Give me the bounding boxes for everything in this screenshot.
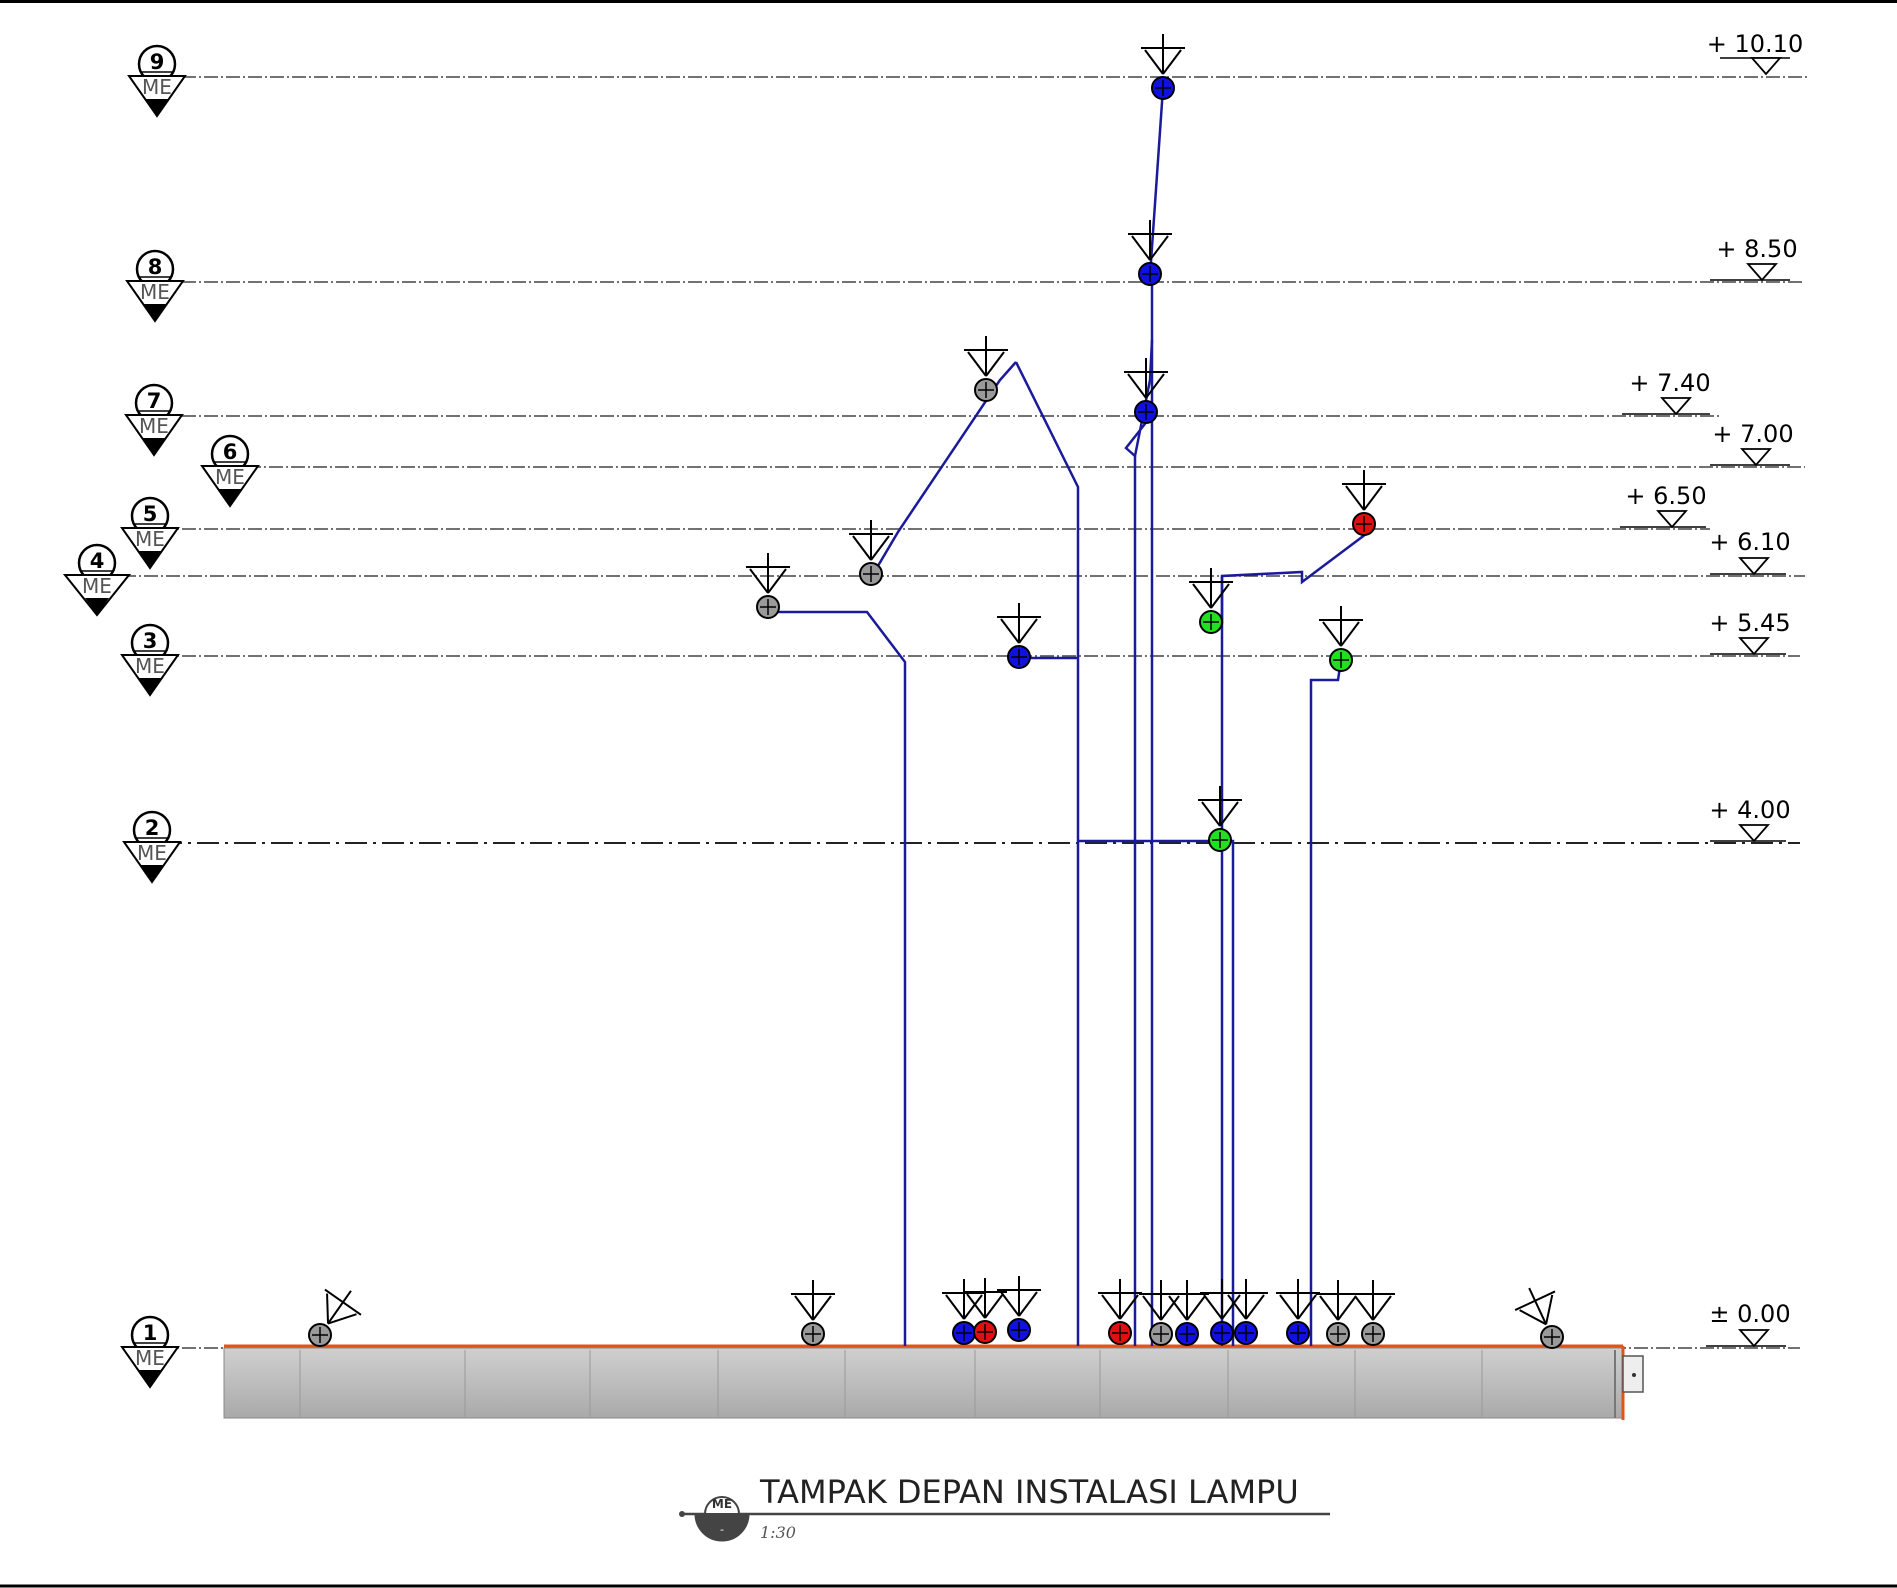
elevation-label: + 6.50 xyxy=(1625,482,1706,510)
level-tag: ME xyxy=(137,841,167,865)
level-marker-7: 7 ME xyxy=(124,383,184,457)
level-number: 5 xyxy=(143,502,158,526)
level-marker-8: 8 ME xyxy=(125,249,185,323)
angled-floor-spotlight xyxy=(308,1277,370,1347)
floor-light-fixture xyxy=(1164,1279,1210,1346)
level-tag: ME xyxy=(215,465,245,489)
light-fixture xyxy=(963,335,1009,402)
floor-light-fixture xyxy=(962,1277,1008,1344)
wiring-routes xyxy=(768,87,1367,1346)
level-tag: ME xyxy=(135,1346,165,1370)
elevation-marker-5: + 6.50 xyxy=(1620,482,1707,529)
electrical-panel-box xyxy=(1622,1355,1644,1393)
light-fixture xyxy=(1318,605,1364,672)
level-tag: ME xyxy=(142,75,172,99)
light-fixture xyxy=(1341,469,1387,536)
elevation-label: + 10.10 xyxy=(1707,30,1803,58)
light-fixture xyxy=(1123,357,1169,424)
title-sheet: - xyxy=(720,1523,724,1536)
angled-floor-spotlight xyxy=(1508,1277,1568,1349)
concrete-base-wall xyxy=(223,1347,1623,1419)
elevation-marker-6: + 7.00 xyxy=(1710,420,1794,467)
level-number: 1 xyxy=(143,1321,158,1345)
level-marker-6: 6 ME xyxy=(200,434,260,508)
level-number: 4 xyxy=(90,549,105,573)
level-number: 2 xyxy=(145,816,160,840)
level-number: 8 xyxy=(148,255,163,279)
elevation-marker-2: + 4.00 xyxy=(1709,796,1791,843)
elevation-marker-3: + 5.45 xyxy=(1709,609,1791,656)
elevation-label: ± 0.00 xyxy=(1709,1300,1790,1328)
light-fixture xyxy=(1197,785,1243,852)
level-marker-2: 2 ME xyxy=(122,810,182,884)
level-marker-4: 4 ME xyxy=(62,543,132,617)
floor-light-fixture xyxy=(1223,1278,1269,1345)
level-tag: ME xyxy=(140,280,170,304)
elevation-label: + 7.40 xyxy=(1629,369,1710,397)
level-marker-9: 9 ME xyxy=(127,44,187,118)
level-tag: ME xyxy=(82,574,112,598)
floor-light-fixture xyxy=(790,1279,836,1346)
elevation-label: + 8.50 xyxy=(1716,235,1797,263)
light-fixture xyxy=(745,552,791,619)
light-fixture xyxy=(1188,567,1234,634)
light-fixture xyxy=(848,519,894,586)
floor-light-fixture xyxy=(1275,1278,1321,1345)
level-marker-3: 3 ME xyxy=(120,623,180,697)
elevation-marker-9: + 10.10 xyxy=(1707,30,1803,76)
elevation-label: + 6.10 xyxy=(1709,528,1790,556)
level-tag: ME xyxy=(139,414,169,438)
level-marker-1: 1 ME xyxy=(120,1315,180,1389)
floor-light-fixture xyxy=(1199,1278,1245,1345)
elevation-marker-1: ± 0.00 xyxy=(1706,1300,1791,1348)
light-fixture xyxy=(1127,219,1173,286)
elevation-marker-7: + 7.40 xyxy=(1622,369,1711,416)
level-number: 7 xyxy=(147,389,162,413)
level-tag: ME xyxy=(135,527,165,551)
light-fixture xyxy=(1140,33,1186,100)
drawing-scale: 1:30 xyxy=(760,1523,796,1542)
floor-light-fixture xyxy=(1350,1279,1396,1346)
elevation-marker-8: + 8.50 xyxy=(1710,235,1798,282)
level-lines xyxy=(100,76,1808,1349)
elevation-label: + 4.00 xyxy=(1709,796,1790,824)
floor-light-fixture xyxy=(1315,1279,1361,1346)
drawing-title-block: ME - TAMPAK DEPAN INSTALASI LAMPU 1:30 xyxy=(679,1473,1330,1542)
elevation-label: + 7.00 xyxy=(1712,420,1793,448)
title-tag: ME xyxy=(712,1497,732,1511)
level-number: 3 xyxy=(143,629,158,653)
drawing-title: TAMPAK DEPAN INSTALASI LAMPU xyxy=(759,1473,1299,1511)
elevation-label: + 5.45 xyxy=(1709,609,1790,637)
elevation-marker-4: + 6.10 xyxy=(1709,528,1791,576)
level-number: 6 xyxy=(223,440,238,464)
level-tag: ME xyxy=(135,654,165,678)
floor-light-fixture xyxy=(996,1275,1042,1342)
floor-light-fixture xyxy=(1097,1278,1143,1345)
level-number: 9 xyxy=(150,50,165,74)
level-marker-5: 5 ME xyxy=(120,496,180,570)
floor-light-fixture xyxy=(1138,1279,1184,1346)
light-fixture xyxy=(996,602,1042,669)
